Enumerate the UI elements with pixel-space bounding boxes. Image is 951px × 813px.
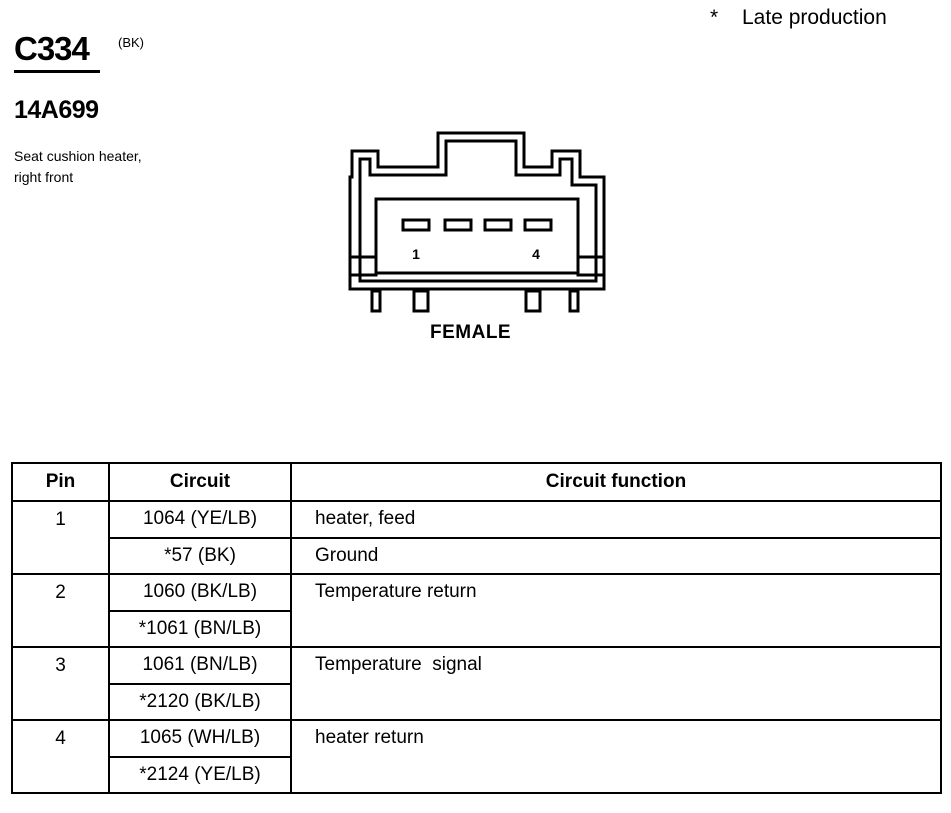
connector-color: (BK) [118, 35, 144, 50]
description-line-2: right front [14, 169, 74, 185]
circuit-cell: *57 (BK) [108, 536, 292, 575]
function-cell: heater, feed [290, 500, 942, 539]
circuit-cell: 1061 (BN/LB) [108, 646, 292, 685]
circuit-cell: 1065 (WH/LB) [108, 719, 292, 758]
function-cell: Ground [290, 536, 942, 575]
circuit-cell: 1064 (YE/LB) [108, 500, 292, 539]
pin-terminal-3 [483, 218, 513, 232]
connector-housing-outer [348, 131, 606, 291]
header-function: Circuit function [290, 462, 942, 502]
connector-housing-inner [358, 139, 598, 283]
leg-3 [524, 289, 542, 313]
function-cell: Temperature signal [290, 646, 942, 721]
note-text: Late production [742, 6, 887, 29]
right-latch [576, 255, 606, 277]
table-row: *1061 (BN/LB) [12, 609, 941, 648]
table-header-row: Pin Circuit Circuit function [11, 462, 942, 502]
table-row: *2120 (BK/LB) [12, 682, 941, 721]
pin-cell: 2 [11, 573, 110, 648]
table-row: 4 1065 (WH/LB) heater return [11, 719, 942, 794]
header-circuit: Circuit [108, 462, 292, 502]
gender-label: FEMALE [430, 322, 512, 343]
connector-id: C334 [14, 30, 90, 67]
pin-label-last: 4 [532, 246, 540, 262]
leg-4 [568, 289, 580, 313]
table-row: 3 1061 (BN/LB) Temperature signal [11, 646, 942, 721]
pin-cavity-box [374, 197, 580, 275]
note-asterisk: * [710, 6, 719, 29]
pin-circuit-table: Pin Circuit Circuit function 1 1064 (YE/… [11, 462, 942, 794]
leg-2 [412, 289, 430, 313]
table-row: *2124 (YE/LB) [12, 755, 941, 794]
pin-cell: 3 [11, 646, 110, 721]
pin-label-first: 1 [412, 246, 420, 262]
pin-cell: 4 [11, 719, 110, 794]
circuit-cell: *2120 (BK/LB) [108, 682, 292, 721]
function-cell: heater return [290, 719, 942, 794]
pin-terminal-1 [401, 218, 431, 232]
pin-cell: 1 [11, 500, 110, 575]
connector-face-diagram: 1 4 [348, 131, 606, 313]
circuit-cell: 1060 (BK/LB) [108, 573, 292, 612]
circuit-cell: *2124 (YE/LB) [108, 755, 292, 794]
connector-id-underline [14, 70, 100, 73]
table-row: 2 1060 (BK/LB) Temperature return [11, 573, 942, 648]
description-line-1: Seat cushion heater, [14, 148, 142, 164]
header-pin: Pin [11, 462, 110, 502]
late-production-note: * Late production [710, 6, 887, 30]
function-cell: Temperature return [290, 573, 942, 648]
circuit-cell: *1061 (BN/LB) [108, 609, 292, 648]
part-number: 14A699 [14, 96, 99, 124]
pin-terminal-2 [443, 218, 473, 232]
leg-1 [370, 289, 382, 313]
left-latch [348, 255, 378, 277]
pin-terminal-4 [523, 218, 553, 232]
table-row: 1 1064 (YE/LB) heater, feed [11, 500, 942, 575]
table-row: *57 (BK) Ground [12, 536, 942, 575]
